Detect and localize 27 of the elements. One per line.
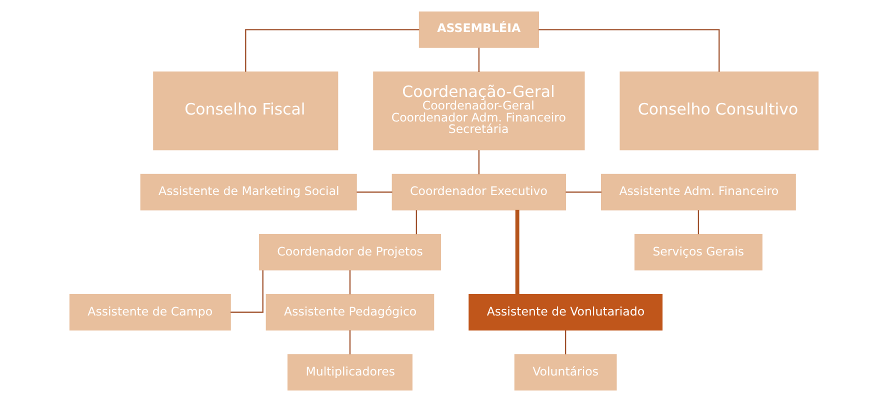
node-box: Coordenação-Geral Coordenador-Geral Coordenador Adm. Financeiro Secretária	[372, 72, 584, 150]
node-box: ASSEMBLÉIA	[418, 12, 538, 48]
connector	[478, 150, 480, 174]
node-box: Conselho Consultivo	[619, 72, 818, 150]
node-box: Assistente de Marketing Social	[140, 174, 356, 210]
connector	[697, 210, 699, 234]
connector	[478, 48, 480, 72]
connector	[348, 330, 350, 354]
connector	[415, 210, 417, 234]
node-box: Coordenador de Projetos	[258, 234, 441, 270]
connector	[538, 29, 720, 72]
connector	[514, 210, 519, 294]
connector	[230, 270, 263, 313]
node-box: Assistente Adm. Financeiro	[600, 174, 796, 210]
connector	[348, 270, 350, 294]
connector	[565, 192, 601, 193]
node-box: Conselho Fiscal	[152, 72, 338, 150]
node-box: Assistente de Vonlutariado	[468, 294, 662, 330]
node-box: Coordenador Executivo	[391, 174, 566, 210]
connector	[244, 29, 419, 72]
connector	[356, 192, 392, 193]
node-box: Serviços Gerais	[634, 234, 762, 270]
node-box: Assistente de Campo	[68, 294, 230, 330]
node-box: Multiplicadores	[286, 354, 412, 390]
connector	[564, 330, 566, 354]
node-box: Assistente Pedagógico	[265, 294, 434, 330]
node-box: Voluntários	[514, 354, 616, 390]
